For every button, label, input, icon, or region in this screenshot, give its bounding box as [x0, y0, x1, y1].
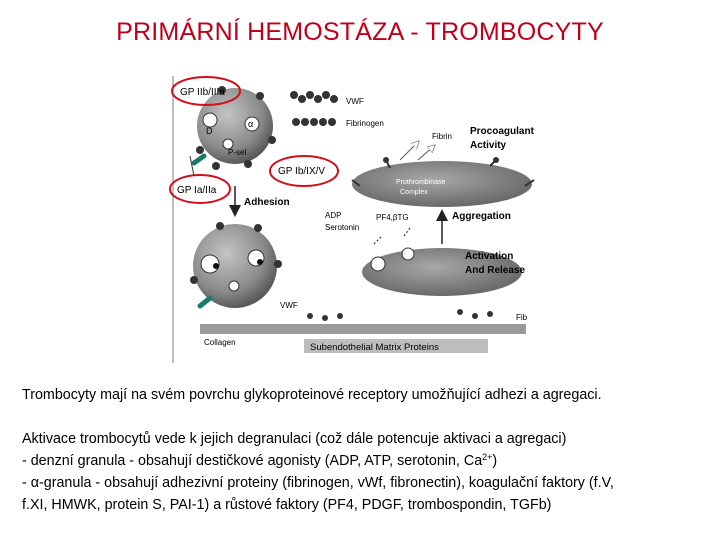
prothrombinase-label-1: Prothrombinase [396, 179, 446, 186]
pf4-label: PF4,βTG [376, 213, 409, 222]
adp-label: ADP [325, 211, 341, 220]
platelet-diagram: D α P-sel GP IIb/IIIa VWF Fibrinogen Fib… [160, 68, 570, 368]
collagen-fiber-lower-icon [200, 298, 210, 306]
serotonin-label: Serotonin [325, 223, 359, 232]
receptors-paragraph: Trombocyty mají na svém povrchu glykopro… [22, 384, 712, 406]
fib-label: Fib [516, 313, 528, 322]
gp1b-label: GP Ib/IX/V [278, 166, 325, 177]
activation-line-1: Aktivace trombocytů vede k jejich degran… [22, 428, 712, 450]
activation-line-4: f.XI, HMWK, protein S, PAI-1) a růstové … [22, 494, 712, 516]
fibrinogen-label: Fibrinogen [346, 119, 384, 128]
activation-label-2: And Release [465, 265, 525, 276]
adhered-platelet [190, 222, 282, 308]
vwf-bottom-label: VWF [280, 301, 298, 310]
fibrin-label: Fibrin [432, 132, 452, 141]
collagen-fiber-icon [194, 156, 204, 163]
activation-line-3: - α-granula - obsahují adhezivní protein… [22, 472, 712, 494]
vwf-top-label: VWF [346, 97, 364, 106]
vwf-molecule-icon [290, 91, 338, 103]
vwf-chain-icon [307, 309, 493, 321]
adhesion-label: Adhesion [244, 197, 290, 208]
gp1a-label: GP Ia/IIa [177, 185, 217, 196]
dense-granule-label: D [206, 126, 213, 136]
receptors-text: Trombocyty mají na svém povrchu glykopro… [22, 384, 712, 406]
dense-granules-close: ) [492, 453, 497, 469]
procoagulant-label-1: Procoagulant [470, 126, 535, 137]
collagen-label: Collagen [204, 338, 236, 347]
alpha-granule-label: α [248, 119, 253, 129]
gp2b3a-label: GP IIb/IIIa [180, 87, 225, 98]
prothrombinase-label-2: Complex [400, 189, 428, 196]
matrix-label: Subendothelial Matrix Proteins [310, 342, 439, 353]
matrix-bar [200, 324, 526, 334]
procoagulant-label-2: Activity [470, 140, 507, 151]
activation-label-1: Activation [465, 251, 513, 262]
slide-title: PRIMÁRNÍ HEMOSTÁZA - TROMBOCYTY [0, 18, 720, 47]
gp1a-pointer [190, 156, 194, 176]
dense-granules-text: - denzní granula - obsahují destičkové a… [22, 453, 482, 469]
aggregation-label: Aggregation [452, 211, 511, 222]
p-selectin-label: P-sel [228, 148, 246, 157]
activation-line-2: - denzní granula - obsahují destičkové a… [22, 450, 712, 472]
calcium-charge: 2+ [482, 452, 492, 462]
fibrin-arrows-icon [400, 142, 434, 160]
fibrinogen-molecule-icon [292, 118, 336, 126]
activation-paragraph: Aktivace trombocytů vede k jejich degran… [22, 428, 712, 516]
